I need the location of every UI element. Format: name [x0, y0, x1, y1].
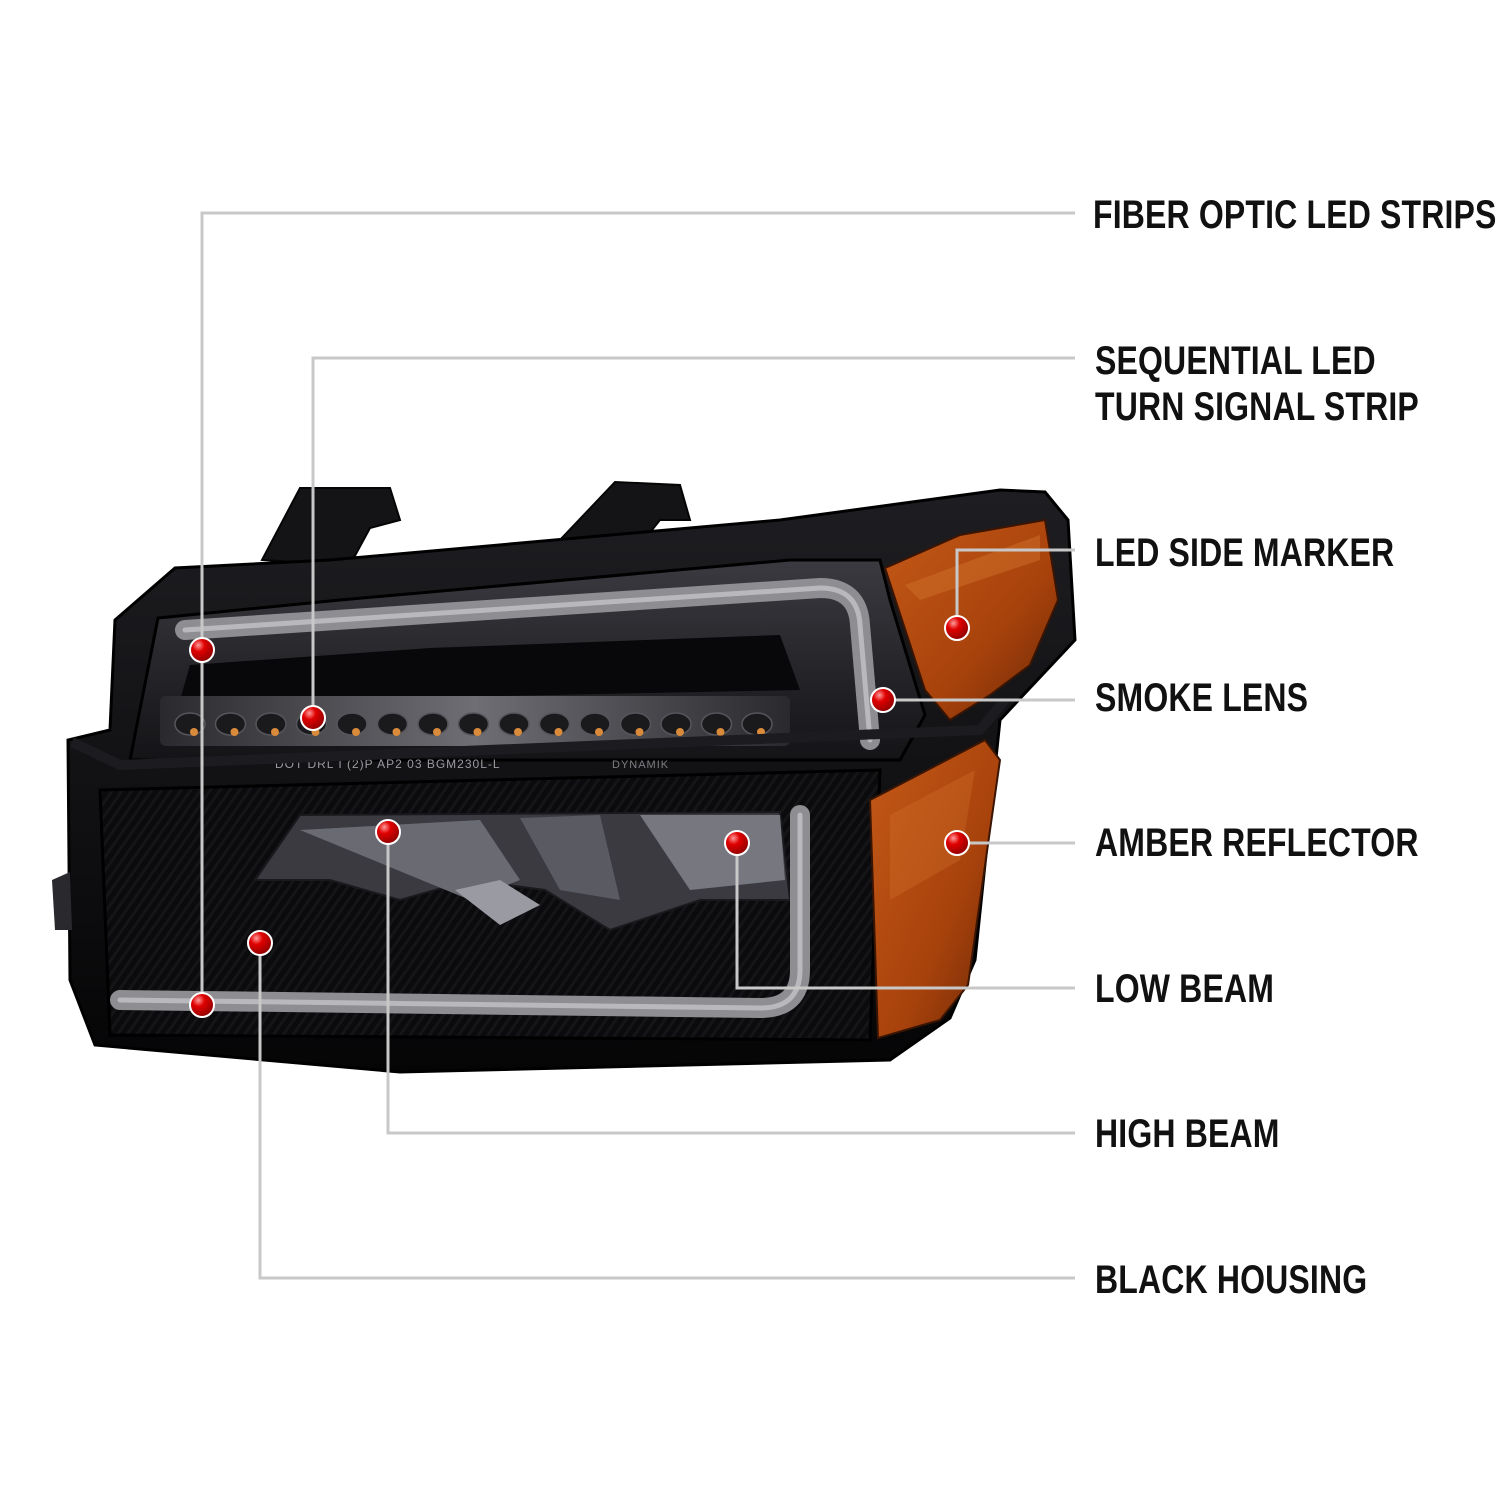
red-sphere-icon — [375, 819, 401, 845]
red-sphere-icon — [247, 930, 273, 956]
led-bulb — [579, 712, 611, 736]
led-bulb — [417, 712, 449, 736]
led-bulb — [336, 712, 368, 736]
upper-visor — [180, 635, 800, 700]
label-led-side-marker: LED SIDE MARKER — [1095, 531, 1395, 575]
lens-brand: DYNAMIK — [612, 759, 669, 771]
led-bulb — [660, 712, 692, 736]
led-bulb — [619, 712, 652, 736]
led-bulb — [214, 712, 247, 736]
red-sphere-icon — [944, 830, 970, 856]
side-tab — [52, 872, 72, 930]
led-bulb — [174, 712, 206, 736]
label-amber-reflector: AMBER REFLECTOR — [1095, 821, 1419, 865]
led-bulb — [457, 712, 490, 736]
led-row — [174, 712, 773, 736]
led-bulb — [538, 712, 571, 736]
red-sphere-icon — [189, 637, 215, 663]
callout-dots — [189, 615, 970, 1018]
led-bulb — [498, 712, 530, 736]
red-sphere-icon — [300, 705, 326, 731]
red-sphere-icon — [944, 615, 970, 641]
red-sphere-icon — [189, 992, 215, 1018]
leader-lines — [200, 211, 1075, 1280]
divider-bar — [69, 696, 1009, 771]
amber-reflector-shape — [868, 738, 1002, 1040]
label-sequential-led-turn-signal-strip: SEQUENTIAL LED TURN SIGNAL STRIP — [1095, 339, 1419, 429]
led-bulb — [255, 712, 287, 736]
label-smoke-lens: SMOKE LENS — [1095, 676, 1309, 720]
label-fiber-optic-led-strips: FIBER OPTIC LED STRIPS — [1093, 193, 1497, 237]
label-low-beam: LOW BEAM — [1095, 967, 1275, 1011]
led-bulb — [376, 712, 409, 736]
led-bulb — [741, 712, 773, 736]
red-sphere-icon — [870, 687, 896, 713]
led-bulb — [700, 712, 733, 736]
label-high-beam: HIGH BEAM — [1095, 1112, 1280, 1156]
label-black-housing: BLACK HOUSING — [1095, 1258, 1368, 1302]
red-sphere-icon — [724, 830, 750, 856]
